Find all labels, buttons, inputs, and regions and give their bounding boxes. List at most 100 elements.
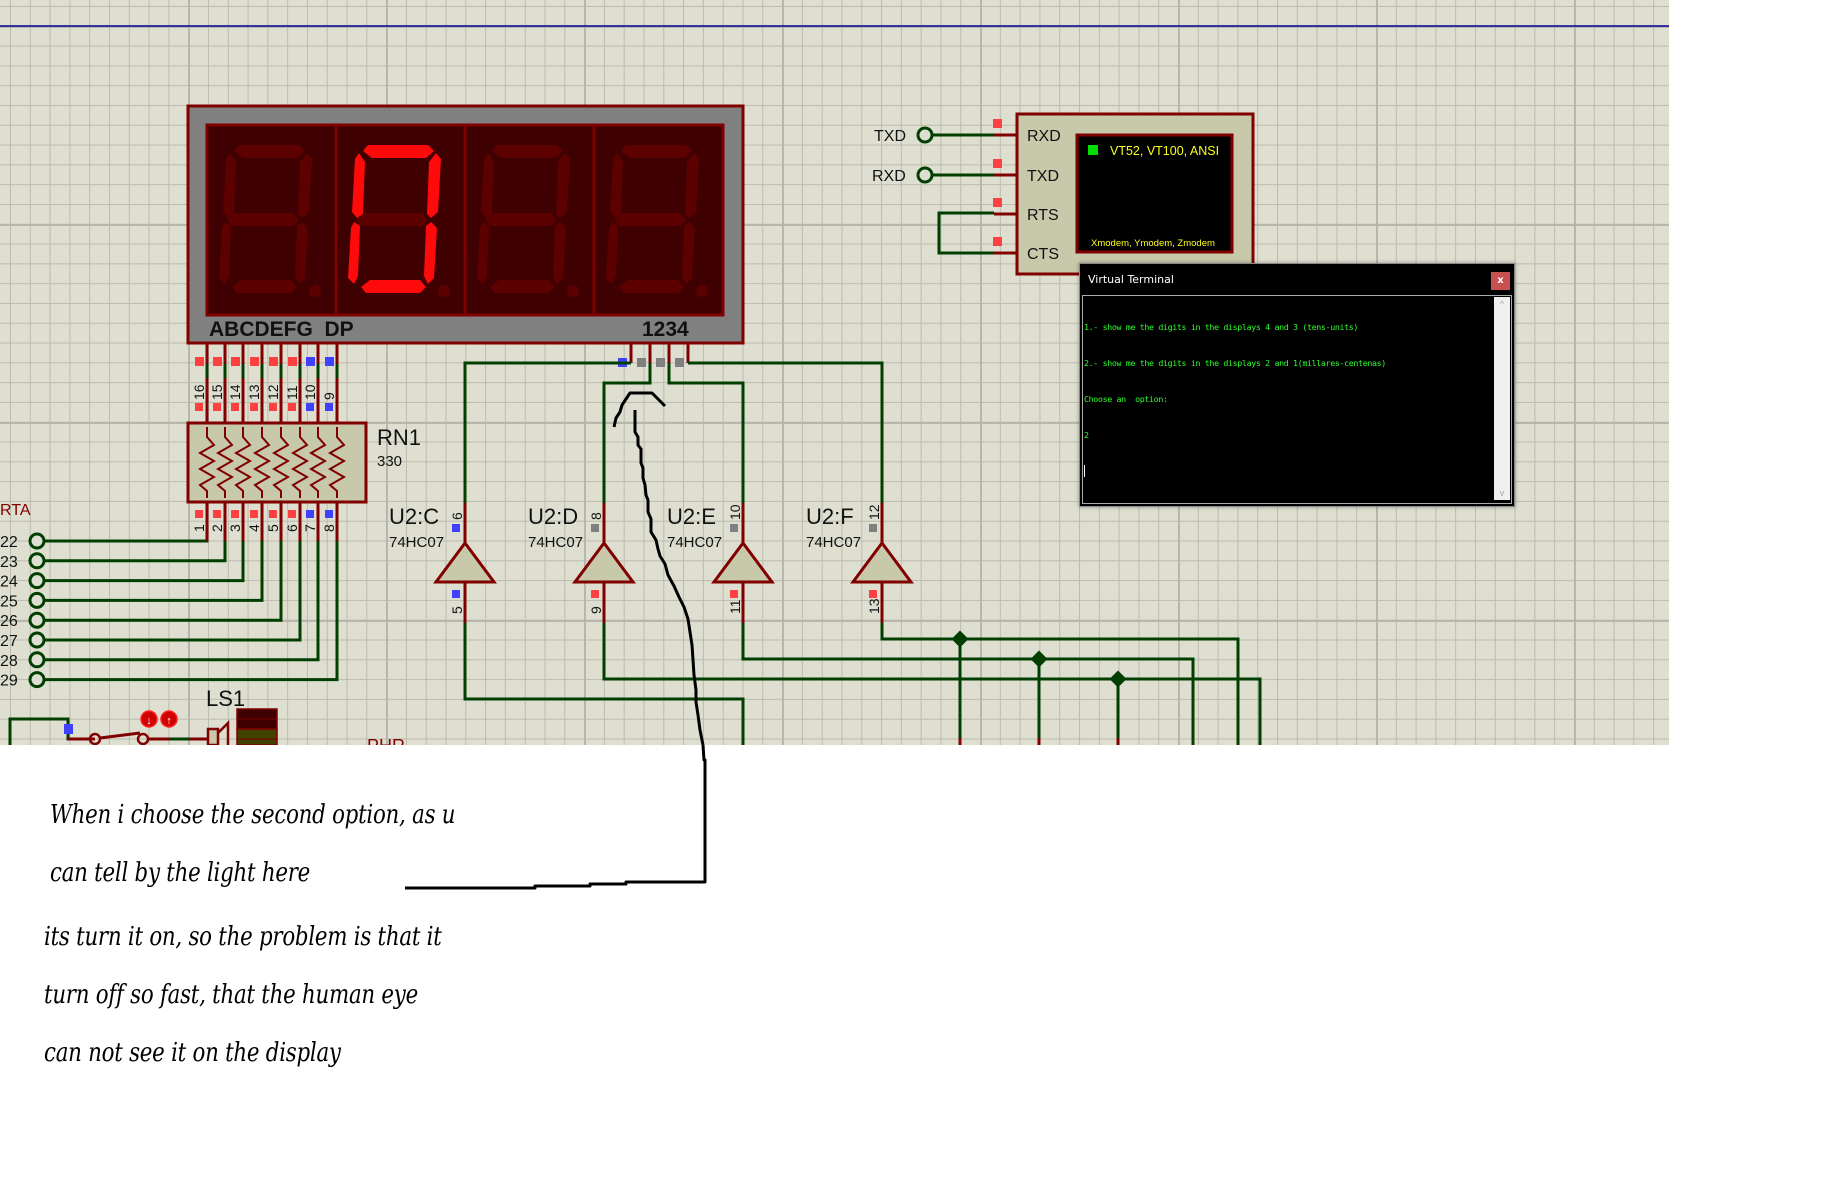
vt-line: Choose an option: bbox=[1084, 394, 1168, 404]
pin-state-indicator bbox=[993, 119, 1002, 128]
annotation-line: its turn it on, so the problem is that i… bbox=[44, 922, 442, 952]
rn1-pin-number: 12 bbox=[265, 384, 281, 400]
switch-down-icon bbox=[140, 710, 158, 728]
port-pin-label: 27 bbox=[0, 633, 18, 650]
rn1-pin-number: 4 bbox=[246, 524, 262, 532]
pin-state-indicator bbox=[195, 403, 203, 411]
resistor bbox=[197, 427, 217, 498]
pin-state-indicator bbox=[231, 357, 240, 366]
rn1-pin-number: 5 bbox=[265, 524, 281, 532]
vt-close-button[interactable]: x bbox=[1491, 272, 1510, 290]
segment-dp bbox=[309, 285, 321, 297]
segment-c bbox=[553, 222, 566, 284]
port-pin-label: 22 bbox=[0, 534, 18, 551]
vt-net-label: TXD bbox=[874, 128, 906, 145]
port-terminal bbox=[28, 532, 46, 550]
segment-c bbox=[424, 222, 437, 284]
buffer-part: 74HC07 bbox=[389, 534, 444, 551]
segment-c bbox=[682, 222, 695, 284]
virtual-terminal-component[interactable]: VT52, VT100, ANSI Xmodem, Ymodem, Zmodem… bbox=[872, 112, 1255, 276]
segment-g bbox=[485, 213, 557, 226]
pin-state-indicator bbox=[452, 524, 460, 532]
annotation-line: can tell by the light here bbox=[50, 858, 311, 888]
segment-b bbox=[298, 153, 312, 218]
segment-d bbox=[361, 280, 426, 293]
port-terminal bbox=[28, 572, 46, 590]
virtual-terminal-window[interactable]: Virtual Terminal x 1.- show me the digit… bbox=[1079, 263, 1515, 507]
port-wire bbox=[43, 540, 227, 563]
pin-state-indicator bbox=[306, 403, 314, 411]
segment-g bbox=[356, 213, 428, 226]
rn1-pin-number: 15 bbox=[209, 384, 225, 400]
resistor bbox=[252, 427, 272, 498]
display-digit-3 bbox=[477, 145, 579, 297]
vt-pin-label: TXD bbox=[1027, 168, 1059, 185]
annotation-line: turn off so fast, that the human eye bbox=[44, 980, 418, 1010]
vt-window-title: Virtual Terminal bbox=[1088, 273, 1174, 286]
segment-a bbox=[234, 145, 305, 158]
rn1-ref: RN1 bbox=[377, 425, 421, 450]
segment-f bbox=[481, 153, 494, 218]
port-label: RTA bbox=[0, 502, 31, 519]
scroll-up-icon[interactable]: ^ bbox=[1499, 299, 1505, 309]
buffer-out-pin: 10 bbox=[727, 504, 743, 520]
rn1-pin-number: 8 bbox=[321, 524, 337, 532]
pin-state-indicator bbox=[993, 198, 1002, 207]
buffer-ref: U2:F bbox=[806, 504, 854, 529]
vt-cursor bbox=[1084, 465, 1085, 477]
rn1-pin-number: 16 bbox=[191, 384, 207, 400]
vt-screen-modes: VT52, VT100, ANSI bbox=[1110, 144, 1219, 158]
vt-line: 2 bbox=[1084, 430, 1089, 440]
annotation-arrow bbox=[612, 391, 705, 745]
rn1-pin-number: 14 bbox=[227, 384, 243, 400]
rn1-value: 330 bbox=[377, 453, 402, 470]
pin-state-indicator bbox=[288, 510, 296, 518]
rn1-pin-number: 6 bbox=[284, 524, 300, 532]
port-wire bbox=[43, 540, 302, 642]
pin-state-indicator bbox=[195, 510, 203, 518]
segment-e bbox=[348, 222, 360, 284]
pin-state-indicator bbox=[288, 403, 296, 411]
annotation-line: When i choose the second option, as u bbox=[50, 800, 456, 830]
segment-g bbox=[227, 213, 299, 226]
vt-net-terminal bbox=[916, 166, 934, 184]
segment-c bbox=[295, 222, 308, 284]
pin-state-indicator bbox=[993, 159, 1002, 168]
segment-dp bbox=[567, 285, 579, 297]
speaker-ls1: LS1 ↓ ↑ bbox=[8, 686, 278, 745]
pin-state-indicator bbox=[288, 357, 297, 366]
segment-b bbox=[427, 153, 441, 218]
vt-output-area[interactable]: 1.- show me the digits in the displays 4… bbox=[1082, 295, 1512, 504]
port-pin-label: 23 bbox=[0, 554, 18, 571]
buffer-part: 74HC07 bbox=[528, 534, 583, 551]
resistor bbox=[308, 427, 328, 498]
pin-state-indicator bbox=[325, 510, 333, 518]
display-digit-2 bbox=[348, 145, 450, 297]
vt-line: 1.- show me the digits in the displays 4… bbox=[1084, 322, 1359, 332]
vt-scrollbar[interactable]: ^ v bbox=[1494, 297, 1510, 500]
port-terminal bbox=[28, 611, 46, 629]
pin-state-indicator bbox=[231, 403, 239, 411]
pin-state-indicator bbox=[993, 237, 1002, 246]
rn1-pin-number: 1 bbox=[191, 524, 207, 532]
buffer-wires bbox=[463, 361, 1262, 745]
segment-e bbox=[606, 222, 618, 284]
scroll-down-icon[interactable]: v bbox=[1499, 488, 1505, 498]
pin-state-indicator bbox=[591, 524, 599, 532]
segment-e bbox=[477, 222, 489, 284]
switch-up-icon bbox=[160, 710, 178, 728]
vt-line: 2.- show me the digits in the displays 2… bbox=[1084, 358, 1386, 368]
seven-segment-display: ABCDEFG DP 1234 bbox=[186, 104, 745, 345]
vt-screen-protocols: Xmodem, Ymodem, Zmodem bbox=[1091, 238, 1215, 249]
port-wire bbox=[43, 540, 245, 583]
buffer-out-pin: 12 bbox=[866, 504, 882, 520]
port-terminal bbox=[28, 651, 46, 669]
port-terminal bbox=[28, 631, 46, 649]
buffer-out-pin: 8 bbox=[588, 512, 604, 520]
segment-b bbox=[556, 153, 570, 218]
pin-state-indicator bbox=[213, 403, 221, 411]
